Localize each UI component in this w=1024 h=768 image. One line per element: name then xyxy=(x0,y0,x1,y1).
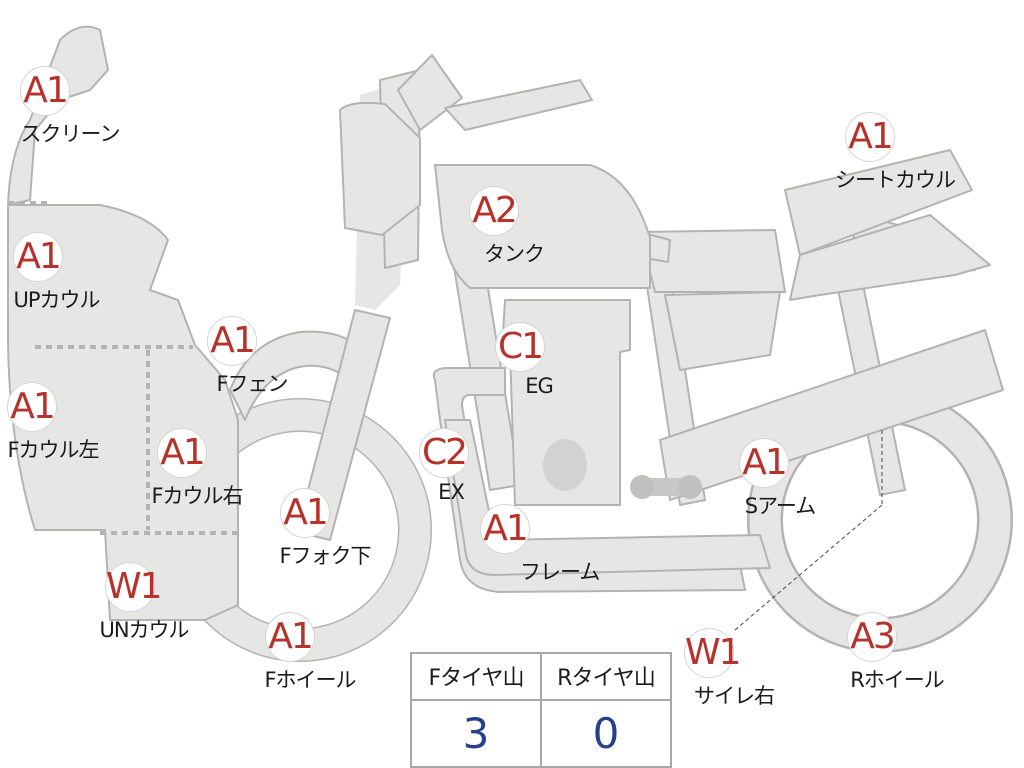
muffler-right-label: サイレ右 xyxy=(694,684,775,708)
tank-label: タンク xyxy=(484,242,545,266)
swing-arm-label: Sアーム xyxy=(744,494,816,518)
seat-cowl-callout[interactable]: A1 シートカウル xyxy=(795,112,956,194)
front-fork-lower-label: Fフォク下 xyxy=(279,544,371,568)
front-wheel-grade-badge: A1 xyxy=(265,612,315,662)
front-cowl-left-grade-badge: A1 xyxy=(7,382,57,432)
front-tread-value: 3 xyxy=(410,698,542,768)
seat-cowl-grade-badge: A1 xyxy=(845,112,895,162)
rear-tread-value: 0 xyxy=(540,698,672,768)
exhaust-label: EX xyxy=(438,480,465,504)
fork-shape xyxy=(296,309,391,541)
tire-tread-table: Fタイヤ山 Rタイヤ山 3 0 xyxy=(410,652,672,768)
frame-label: フレーム xyxy=(520,560,600,584)
front-cowl-left-callout[interactable]: A1 Fカウル左 xyxy=(0,382,107,464)
rear-tread-header: Rタイヤ山 xyxy=(540,652,672,701)
exhaust-callout[interactable]: C2 EX xyxy=(369,428,519,504)
swing-arm-callout[interactable]: A1 Sアーム xyxy=(689,438,839,520)
front-wheel-label: Fホイール xyxy=(264,668,356,692)
engine-callout[interactable]: C1 EG xyxy=(445,322,595,398)
engine-grade-badge: C1 xyxy=(495,322,545,372)
engine-label: EG xyxy=(525,374,554,398)
rear-wheel-callout[interactable]: A3 Rホイール xyxy=(797,612,947,694)
screen-grade-badge: A1 xyxy=(20,66,70,116)
screen-shape xyxy=(7,25,109,206)
upper-cowl-callout[interactable]: A1 UPカウル xyxy=(0,232,113,314)
under-cowl-grade-badge: W1 xyxy=(105,562,163,612)
front-fork-lower-grade-badge: A1 xyxy=(280,488,330,538)
screen-label: スクリーン xyxy=(20,122,121,146)
frame-callout[interactable]: A1 フレーム xyxy=(430,504,600,586)
exhaust-grade-badge: C2 xyxy=(419,428,469,478)
seat-cowl-label: シートカウル xyxy=(835,168,956,192)
front-cowl-right-grade-badge: A1 xyxy=(157,428,207,478)
seat-cowl-shape xyxy=(784,149,973,256)
front-cowl-right-label: Fカウル右 xyxy=(151,484,243,508)
front-wheel-callout[interactable]: A1 Fホイール xyxy=(215,612,365,694)
under-cowl-label: UNカウル xyxy=(99,618,189,642)
frame-grade-badge: A1 xyxy=(480,504,530,554)
rear-wheel-grade-badge: A3 xyxy=(847,612,897,662)
muffler-right-callout[interactable]: W1 サイレ右 xyxy=(634,628,784,710)
front-fender-callout[interactable]: A1 Fフェン xyxy=(157,316,307,398)
tank-callout[interactable]: A2 タンク xyxy=(419,186,569,268)
tread-value-row: 3 0 xyxy=(410,698,672,768)
headstock-shape xyxy=(397,54,463,131)
screen-callout[interactable]: A1 スクリーン xyxy=(0,66,120,148)
front-fender-label: Fフェン xyxy=(216,372,288,396)
rear-wheel-label: Rホイール xyxy=(850,668,945,692)
front-fork-lower-callout[interactable]: A1 Fフォク下 xyxy=(230,488,380,570)
upper-cowl-grade-badge: A1 xyxy=(13,232,63,282)
upper-cowl-label: UPカウル xyxy=(13,288,100,312)
tank-grade-badge: A2 xyxy=(469,186,519,236)
swing-arm-grade-badge: A1 xyxy=(739,438,789,488)
front-cowl-left-label: Fカウル左 xyxy=(7,438,99,462)
muffler-right-grade-badge: W1 xyxy=(684,628,742,678)
exhaust-shape xyxy=(444,419,771,576)
tread-header-row: Fタイヤ山 Rタイヤ山 xyxy=(410,652,672,701)
front-fender-grade-badge: A1 xyxy=(207,316,257,366)
under-cowl-callout[interactable]: W1 UNカウル xyxy=(55,562,205,644)
front-cowl-right-callout[interactable]: A1 Fカウル右 xyxy=(107,428,257,510)
front-tread-header: Fタイヤ山 xyxy=(410,652,542,701)
